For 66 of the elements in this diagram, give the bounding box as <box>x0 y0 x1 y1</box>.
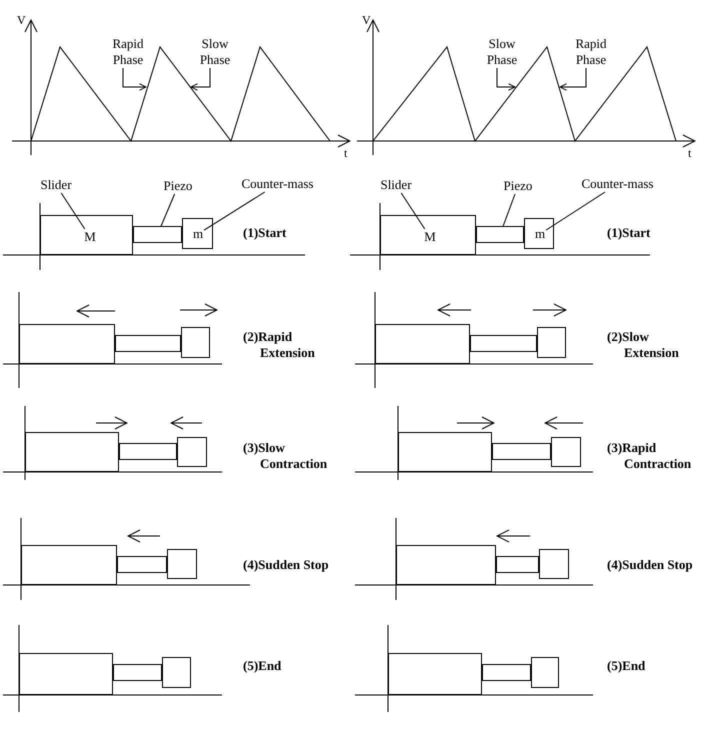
axis-label: t <box>344 145 348 161</box>
step-label: (4)Sudden Stop <box>607 557 694 573</box>
slider-block <box>398 432 492 472</box>
axis-label: V <box>362 12 372 28</box>
counter-mass-block <box>181 327 210 358</box>
piezo-actuator <box>476 226 524 243</box>
part-label: Piezo <box>498 178 538 194</box>
phase-label: Slow Phase <box>481 36 523 68</box>
piezo-actuator <box>492 443 551 460</box>
counter-mass-block <box>531 657 559 688</box>
part-label: Counter-mass <box>570 176 665 192</box>
phase-label: Rapid Phase <box>570 36 612 68</box>
counter-mass-block <box>537 327 566 358</box>
part-label: Counter-mass <box>230 176 325 192</box>
part-label: Piezo <box>158 178 198 194</box>
counter-mass-block <box>551 437 581 467</box>
step-label: (1)Start <box>243 225 288 241</box>
slider-block <box>388 653 482 695</box>
mass-symbol: m <box>192 226 204 242</box>
step-label: (4)Sudden Stop <box>243 557 330 573</box>
slider-block <box>19 653 113 695</box>
piezo-actuator <box>470 335 537 352</box>
step-label: (3)Rapid Contraction <box>607 440 692 472</box>
counter-mass-block <box>177 437 207 467</box>
piezo-actuator <box>119 443 177 460</box>
slider-block <box>375 324 470 364</box>
counter-mass-block <box>167 549 197 579</box>
leader-arrow <box>190 68 210 91</box>
piezo-actuator <box>115 335 181 352</box>
step-label: (5)End <box>243 658 282 674</box>
counter-mass-block <box>182 218 213 249</box>
piezo-actuator <box>117 556 167 573</box>
counter-mass-block <box>524 218 554 249</box>
mass-symbol: M <box>83 229 97 245</box>
step-label: (2)Rapid Extension <box>243 329 316 361</box>
slider-block <box>40 215 133 255</box>
piezo-actuator <box>496 556 539 573</box>
leader-arrow <box>560 68 586 91</box>
piezo-actuator <box>113 664 162 681</box>
slider-block <box>21 545 117 585</box>
leader-line <box>60 192 86 230</box>
counter-mass-block <box>162 657 191 688</box>
slider-block <box>380 215 476 255</box>
phase-label: Slow Phase <box>194 36 236 68</box>
step-label: (2)Slow Extension <box>607 329 680 361</box>
slider-block <box>396 545 496 585</box>
slider-block <box>25 432 119 472</box>
step-label: (5)End <box>607 658 646 674</box>
phase-label: Rapid Phase <box>107 36 149 68</box>
mass-symbol: M <box>423 229 437 245</box>
piezo-actuator <box>482 664 531 681</box>
leader-arrow <box>496 68 516 91</box>
slider-block <box>19 324 115 364</box>
leader-line <box>400 192 426 230</box>
step-label: (3)Slow Contraction <box>243 440 328 472</box>
piezo-actuator <box>133 226 182 243</box>
part-label: Slider <box>36 177 76 193</box>
leader-arrow <box>122 68 146 91</box>
leader-line <box>160 194 176 226</box>
part-label: Slider <box>376 177 416 193</box>
axis-label: V <box>17 12 27 28</box>
leader-line <box>502 194 516 226</box>
axis-label: t <box>688 145 692 161</box>
step-label: (1)Start <box>607 225 652 241</box>
mass-symbol: m <box>534 226 546 242</box>
counter-mass-block <box>539 549 569 579</box>
